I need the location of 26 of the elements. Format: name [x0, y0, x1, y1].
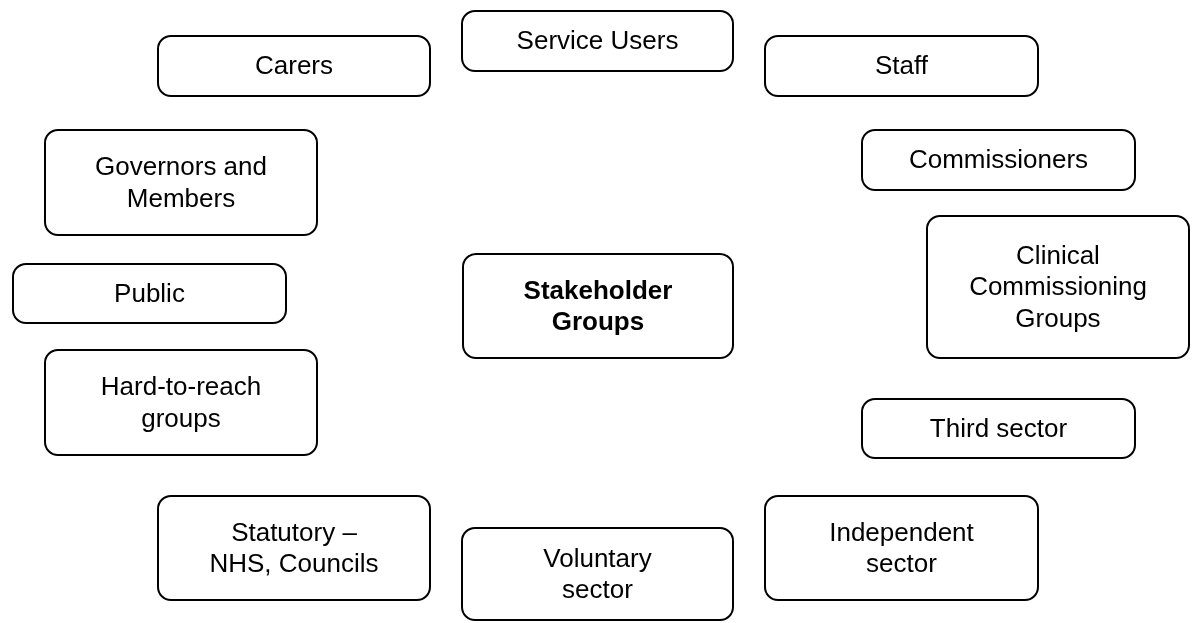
- stakeholder-box: [44, 349, 318, 456]
- node-label: Third sector: [929, 412, 1068, 445]
- stakeholder-box: [157, 495, 431, 601]
- node-label: Public: [114, 277, 185, 310]
- node-label: Clinical Commissioning Groups: [968, 240, 1148, 334]
- stakeholder-box: [926, 215, 1190, 359]
- stakeholder-box: [12, 263, 287, 324]
- stakeholder-box: [461, 527, 734, 621]
- node-label: Governors and Members: [94, 151, 268, 214]
- node-label: Carers: [255, 50, 333, 82]
- node-label: Commissioners: [908, 144, 1089, 176]
- stakeholder-box: [861, 398, 1136, 459]
- stakeholder-box: [764, 35, 1039, 97]
- node-label: Hard-to-reach groups: [99, 371, 263, 434]
- node-label: Independent sector: [828, 516, 975, 580]
- node-label: Statutory – NHS, Councils: [208, 516, 380, 580]
- stakeholder-box: [861, 129, 1136, 191]
- central-box: [462, 253, 734, 359]
- node-label: Service Users: [516, 25, 679, 57]
- stakeholder-box: [157, 35, 431, 97]
- node-label: Stakeholder Groups: [522, 274, 674, 338]
- stakeholder-box: [764, 495, 1039, 601]
- stakeholder-box: [461, 10, 734, 72]
- node-label: Voluntary sector: [542, 542, 653, 606]
- stakeholder-box: [44, 129, 318, 236]
- node-label: Staff: [875, 50, 928, 82]
